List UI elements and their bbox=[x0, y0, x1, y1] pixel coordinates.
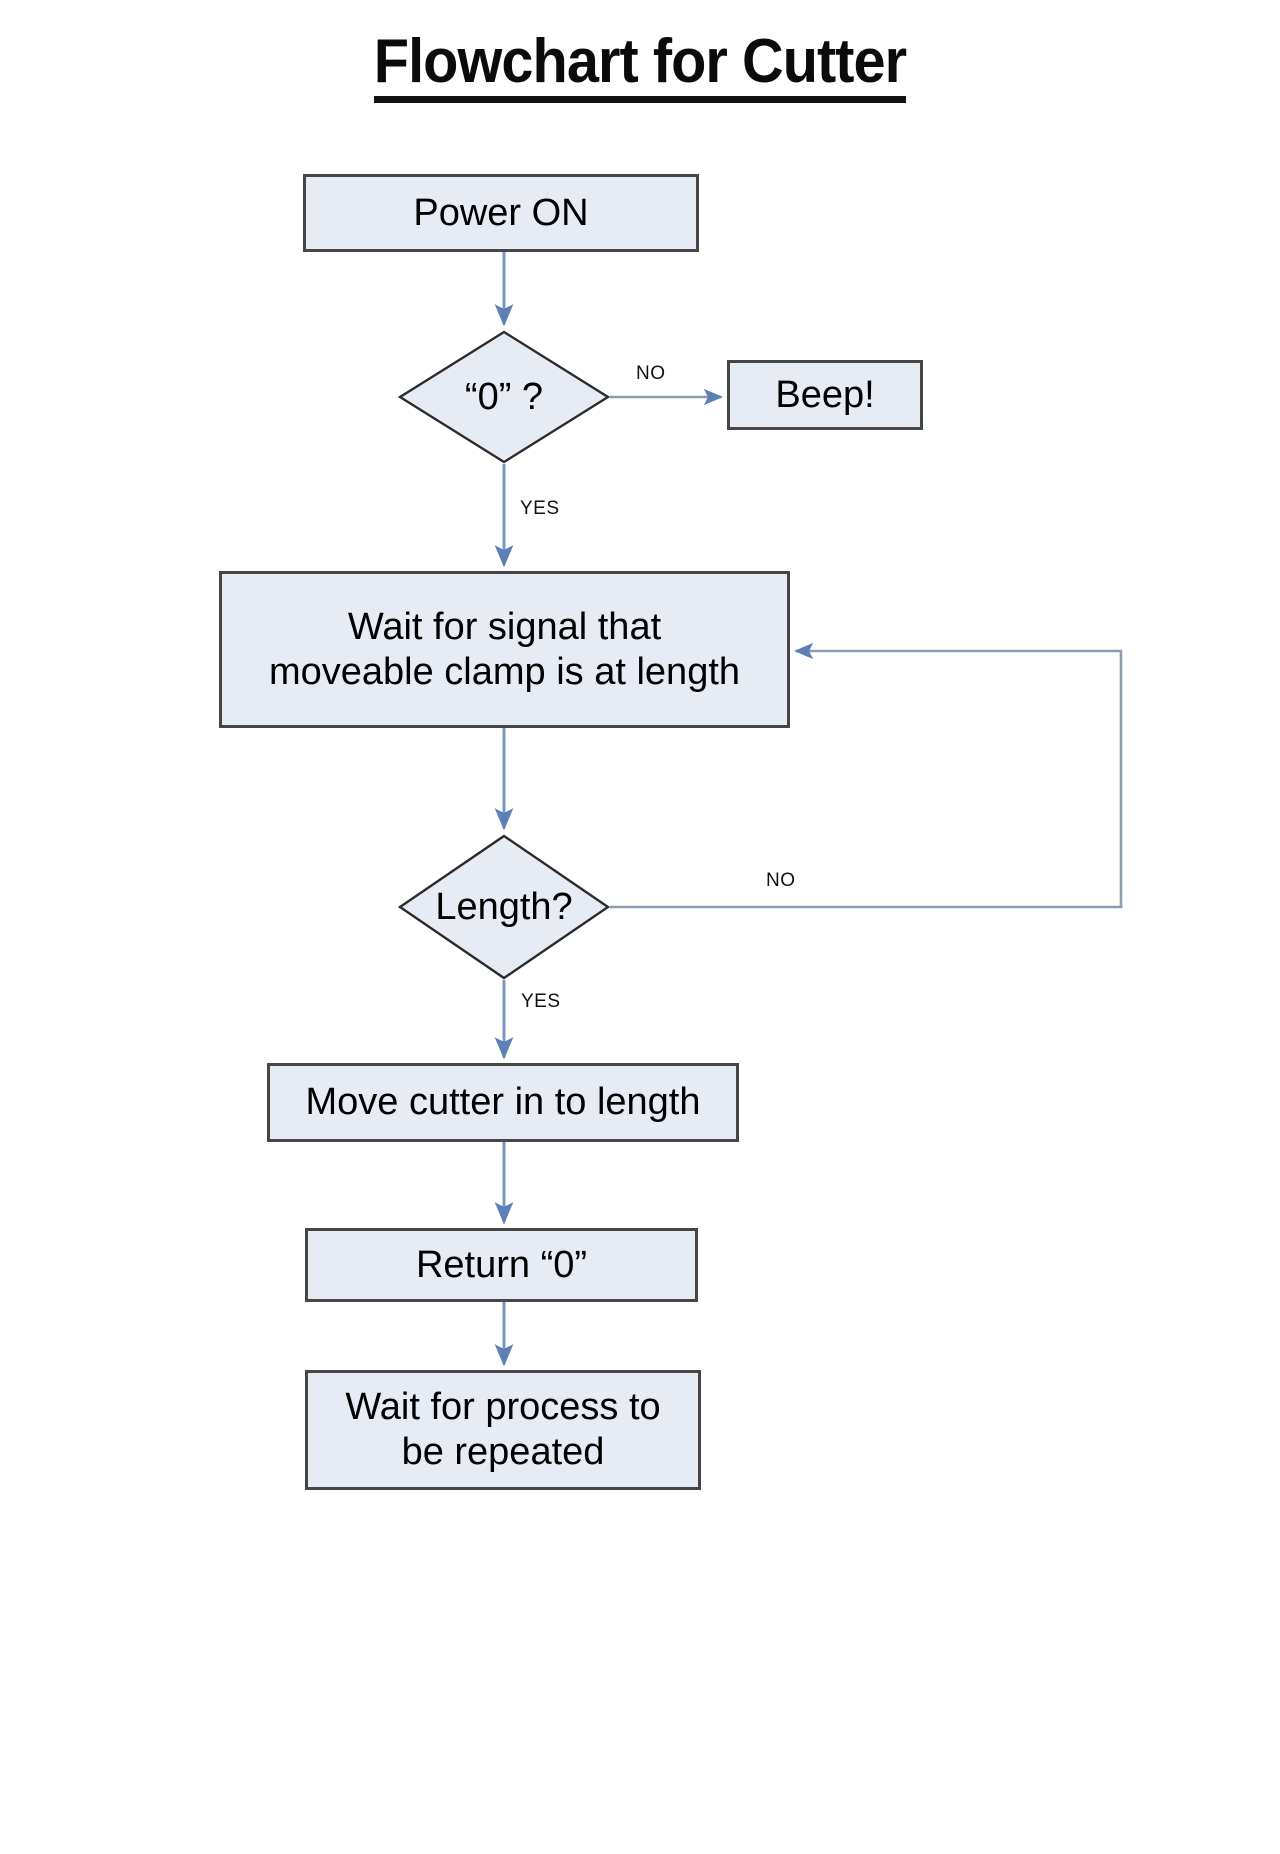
edge-label-zero-no: NO bbox=[636, 363, 666, 384]
node-beep-label: Beep! bbox=[775, 373, 875, 416]
node-wait-clamp-signal[interactable]: Wait for signal that moveable clamp is a… bbox=[219, 571, 790, 728]
node-wait-repeat[interactable]: Wait for process to be repeated bbox=[305, 1370, 701, 1490]
node-move-cutter-label: Move cutter in to length bbox=[305, 1081, 701, 1124]
edge-length-no-loop bbox=[610, 642, 1123, 909]
node-return-zero-label: Return “0” bbox=[415, 1243, 588, 1286]
node-length-check[interactable]: Length? bbox=[397, 834, 611, 980]
node-wait-clamp-signal-label: Wait for signal that moveable clamp is a… bbox=[268, 605, 741, 693]
node-beep[interactable]: Beep! bbox=[727, 360, 923, 430]
diamond-shape-zero bbox=[397, 330, 611, 464]
edge-label-zero-yes: YES bbox=[520, 498, 560, 519]
node-power-on[interactable]: Power ON bbox=[303, 174, 699, 252]
diamond-shape-length bbox=[397, 834, 611, 980]
node-return-zero[interactable]: Return “0” bbox=[305, 1228, 698, 1302]
node-zero-check[interactable]: “0” ? bbox=[397, 330, 611, 464]
node-zero-check-label: “0” ? bbox=[464, 375, 544, 418]
page-title-text: Flowchart for Cutter bbox=[373, 29, 907, 104]
node-length-check-label: Length? bbox=[435, 885, 573, 928]
edge-label-length-yes: YES bbox=[521, 991, 561, 1012]
node-power-on-label: Power ON bbox=[413, 191, 589, 234]
node-move-cutter[interactable]: Move cutter in to length bbox=[267, 1063, 739, 1142]
page-title: Flowchart for Cutter bbox=[45, 26, 1235, 104]
node-wait-repeat-label: Wait for process to be repeated bbox=[345, 1386, 661, 1473]
edge-label-length-no: NO bbox=[766, 870, 796, 891]
